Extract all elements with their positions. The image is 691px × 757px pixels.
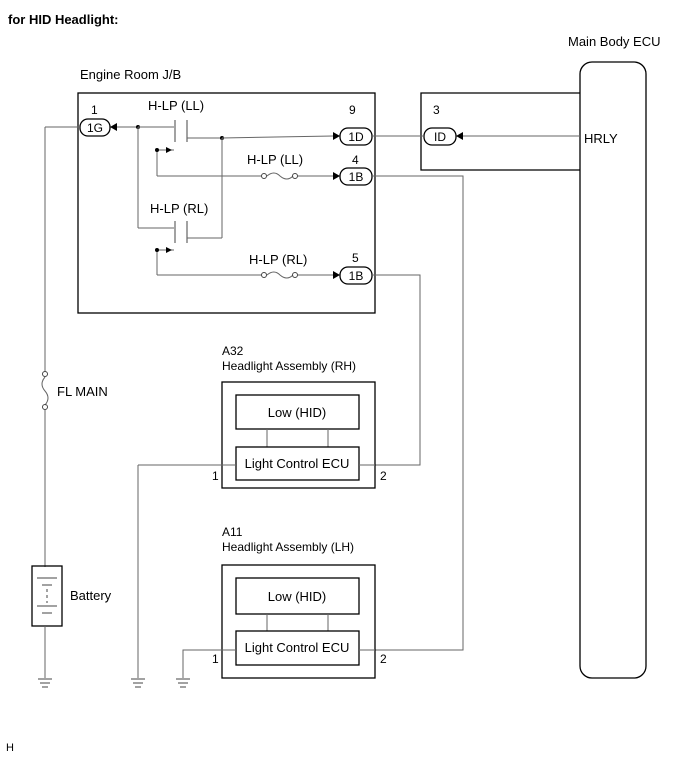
rh-light-control-ecu-label: Light Control ECU <box>245 456 350 471</box>
rh-low-hid-box <box>235 394 360 430</box>
connector-1G-pin: 1 <box>91 103 98 117</box>
headlight-lh-code: A11 <box>222 525 243 539</box>
connector-ID-code: ID <box>434 130 446 144</box>
headlight-lh-box <box>221 564 376 679</box>
connector-1B4-pin: 4 <box>352 153 359 167</box>
wire-1B5-to-rh <box>372 274 421 466</box>
jb-internal-wiring <box>117 120 334 279</box>
connector-ID-pin: 3 <box>433 103 440 117</box>
fl-main-fuse-label: FL MAIN <box>57 384 108 399</box>
lh-low-hid-label: Low (HID) <box>268 589 327 604</box>
rh-pin1-label: 1 <box>212 469 219 483</box>
battery-label: Battery <box>70 588 112 603</box>
fuse-hlp-rl-label: H-LP (RL) <box>249 252 307 267</box>
lh-ground-wire <box>182 649 236 678</box>
connector-1D-code: 1D <box>348 130 364 144</box>
main-body-ecu-box <box>579 61 647 679</box>
battery-feed-wire <box>41 126 80 567</box>
battery-icon <box>37 577 57 614</box>
fuse-hlp-ll-label: H-LP (LL) <box>247 152 303 167</box>
ground-icon <box>38 678 52 688</box>
rh-low-hid-label: Low (HID) <box>268 405 327 420</box>
lh-light-control-ecu-label: Light Control ECU <box>245 640 350 655</box>
connector-1G: 1 1G <box>79 103 111 137</box>
hrly-terminal-label: HRLY <box>584 131 618 146</box>
footer-code: H <box>6 742 14 754</box>
engine-room-jb-label: Engine Room J/B <box>80 67 181 82</box>
relay-hlp-rl-label: H-LP (RL) <box>150 201 208 216</box>
connector-arrow-icons <box>110 123 463 279</box>
connector-1D: 9 1D <box>339 103 373 146</box>
connector-1B5-code: 1B <box>349 269 364 283</box>
headlight-rh-box <box>221 381 376 489</box>
ground-icon <box>176 678 190 688</box>
ground-icon <box>131 678 145 688</box>
id-connector-block <box>420 92 580 171</box>
connector-ID: 3 ID <box>423 103 457 146</box>
arrow-1B4-icon <box>333 172 340 180</box>
rh-pin2-label: 2 <box>380 469 387 483</box>
connector-1D-pin: 9 <box>349 103 356 117</box>
arrow-1G-icon <box>110 123 117 131</box>
arrow-1D-icon <box>333 132 340 140</box>
connector-1G-code: 1G <box>87 121 103 135</box>
lh-light-control-ecu-box <box>235 630 360 666</box>
connector-1B-pin5: 5 1B <box>339 251 373 285</box>
arrow-1B5-icon <box>333 271 340 279</box>
lh-pin2-label: 2 <box>380 652 387 666</box>
relay-hlp-ll-label: H-LP (LL) <box>148 98 204 113</box>
lh-low-hid-box <box>235 577 360 615</box>
headlight-rh-code: A32 <box>222 344 244 358</box>
connector-1B5-pin: 5 <box>352 251 359 265</box>
connector-1B-pin4: 4 1B <box>339 153 373 186</box>
arrow-ID-icon <box>456 132 463 140</box>
wire-1B4-to-lh <box>372 175 464 651</box>
rh-light-control-ecu-box <box>235 446 360 481</box>
connector-1B4-code: 1B <box>349 170 364 184</box>
lh-pin1-label: 1 <box>212 652 219 666</box>
diagram-heading: for HID Headlight: <box>8 12 119 27</box>
engine-room-jb-box <box>77 92 376 314</box>
headlight-lh-name: Headlight Assembly (LH) <box>222 540 354 554</box>
main-body-ecu-label: Main Body ECU <box>568 34 660 49</box>
headlight-rh-name: Headlight Assembly (RH) <box>222 359 356 373</box>
battery-box <box>31 565 63 627</box>
